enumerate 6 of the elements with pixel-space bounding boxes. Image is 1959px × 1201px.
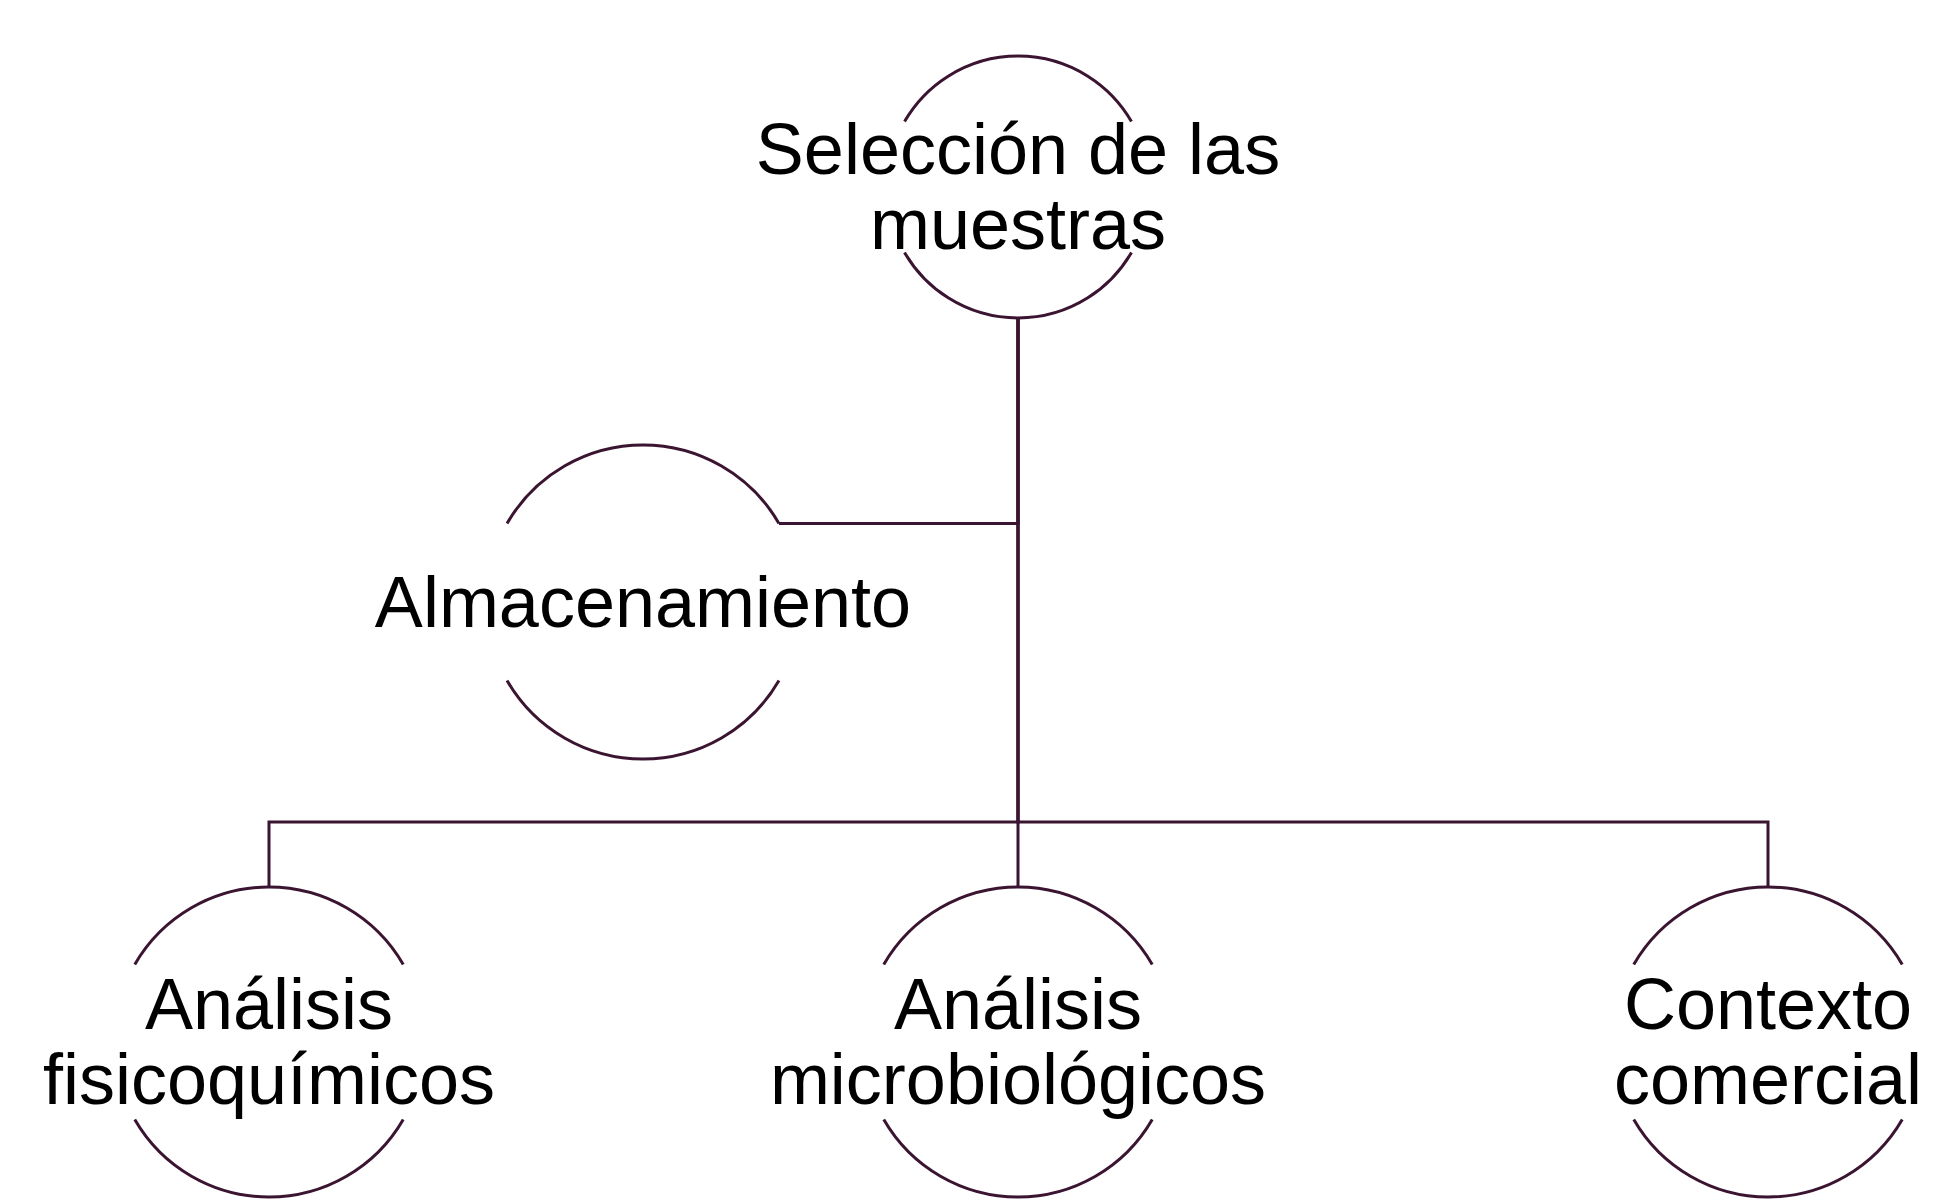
node-label: Almacenamiento: [373, 564, 913, 640]
node-label: Análisis fisicoquímicos: [41, 967, 497, 1117]
node-label: Contexto comercial: [1612, 967, 1924, 1117]
node-label: Análisis microbiológicos: [768, 967, 1268, 1117]
connector-line: [1016, 318, 1770, 887]
node-label: Selección de las muestras: [754, 112, 1282, 262]
